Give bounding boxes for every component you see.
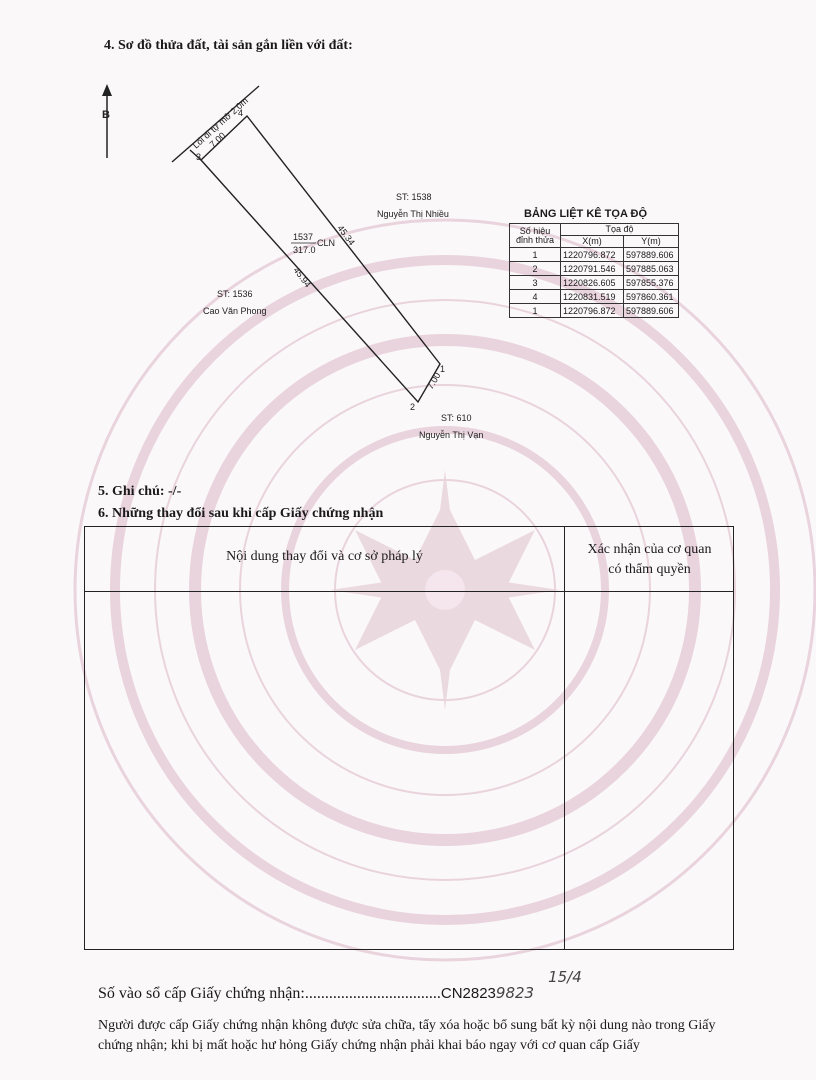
vertex-4: 4 xyxy=(238,108,243,118)
col-y-header: Y(m) xyxy=(623,235,679,248)
coord-table-title: BẢNG LIỆT KÊ TỌA ĐỘ xyxy=(524,208,648,220)
north-label: B xyxy=(102,109,110,121)
section-4-title: 4. Sơ đồ thửa đất, tài sản gắn liền với … xyxy=(104,38,353,53)
vertex-2: 2 xyxy=(410,402,415,412)
col-coord-header: Tọa độ xyxy=(560,223,679,236)
road-boundary xyxy=(171,85,260,163)
vertex-1: 1 xyxy=(440,364,445,374)
cert-number: CN2823 xyxy=(440,985,496,1002)
cert-handwritten-date: 15/4 xyxy=(548,968,582,986)
neighbor-1538-name: Nguyễn Thị Nhiều xyxy=(377,209,449,219)
cert-handwritten-number: 9823 xyxy=(495,984,535,1002)
parcel-diagram: Lối đi tự mở 2.0m 7.00 7.00 45.34 45.94 … xyxy=(171,85,445,412)
cert-register-label: Số vào sổ cấp Giấy chứng nhận: xyxy=(98,985,305,1002)
cert-register-dots: .................................. xyxy=(304,985,441,1002)
changes-col-confirm-header: Xác nhận của cơ quan có thẩm quyền xyxy=(587,542,712,577)
neighbor-1538-st: ST: 1538 xyxy=(396,192,432,202)
neighbor-610-name: Nguyễn Thị Vạn xyxy=(419,430,484,440)
edge-left-length: 45.94 xyxy=(291,265,313,289)
col-x-header: X(m) xyxy=(560,235,624,248)
section-6-title: 6. Những thay đổi sau khi cấp Giấy chứng… xyxy=(98,506,384,521)
parcel-area: 317.0 xyxy=(293,245,316,255)
neighbor-1536-name: Cao Văn Phong xyxy=(203,306,267,316)
north-arrow-icon: B xyxy=(102,84,112,158)
parcel-outline xyxy=(200,114,441,404)
changes-col-content-header: Nội dung thay đổi và cơ sở pháp lý xyxy=(226,549,423,564)
vertex-3: 3 xyxy=(196,152,201,162)
neighbor-610-st: ST: 610 xyxy=(441,413,472,423)
neighbor-1536-st: ST: 1536 xyxy=(217,289,253,299)
section-5-notes: 5. Ghi chú: -/- xyxy=(98,484,182,499)
cert-warning-note: Người được cấp Giấy chứng nhận không đượ… xyxy=(98,1018,716,1053)
land-use-code: CLN xyxy=(317,238,335,248)
col-point-header: Số hiệu đỉnh thửa xyxy=(509,223,561,248)
changes-table: Nội dung thay đổi và cơ sở pháp lý Xác n… xyxy=(84,526,734,950)
parcel-number: 1537 xyxy=(293,232,313,242)
cert-register-line: Số vào sổ cấp Giấy chứng nhận:..........… xyxy=(98,968,582,1003)
